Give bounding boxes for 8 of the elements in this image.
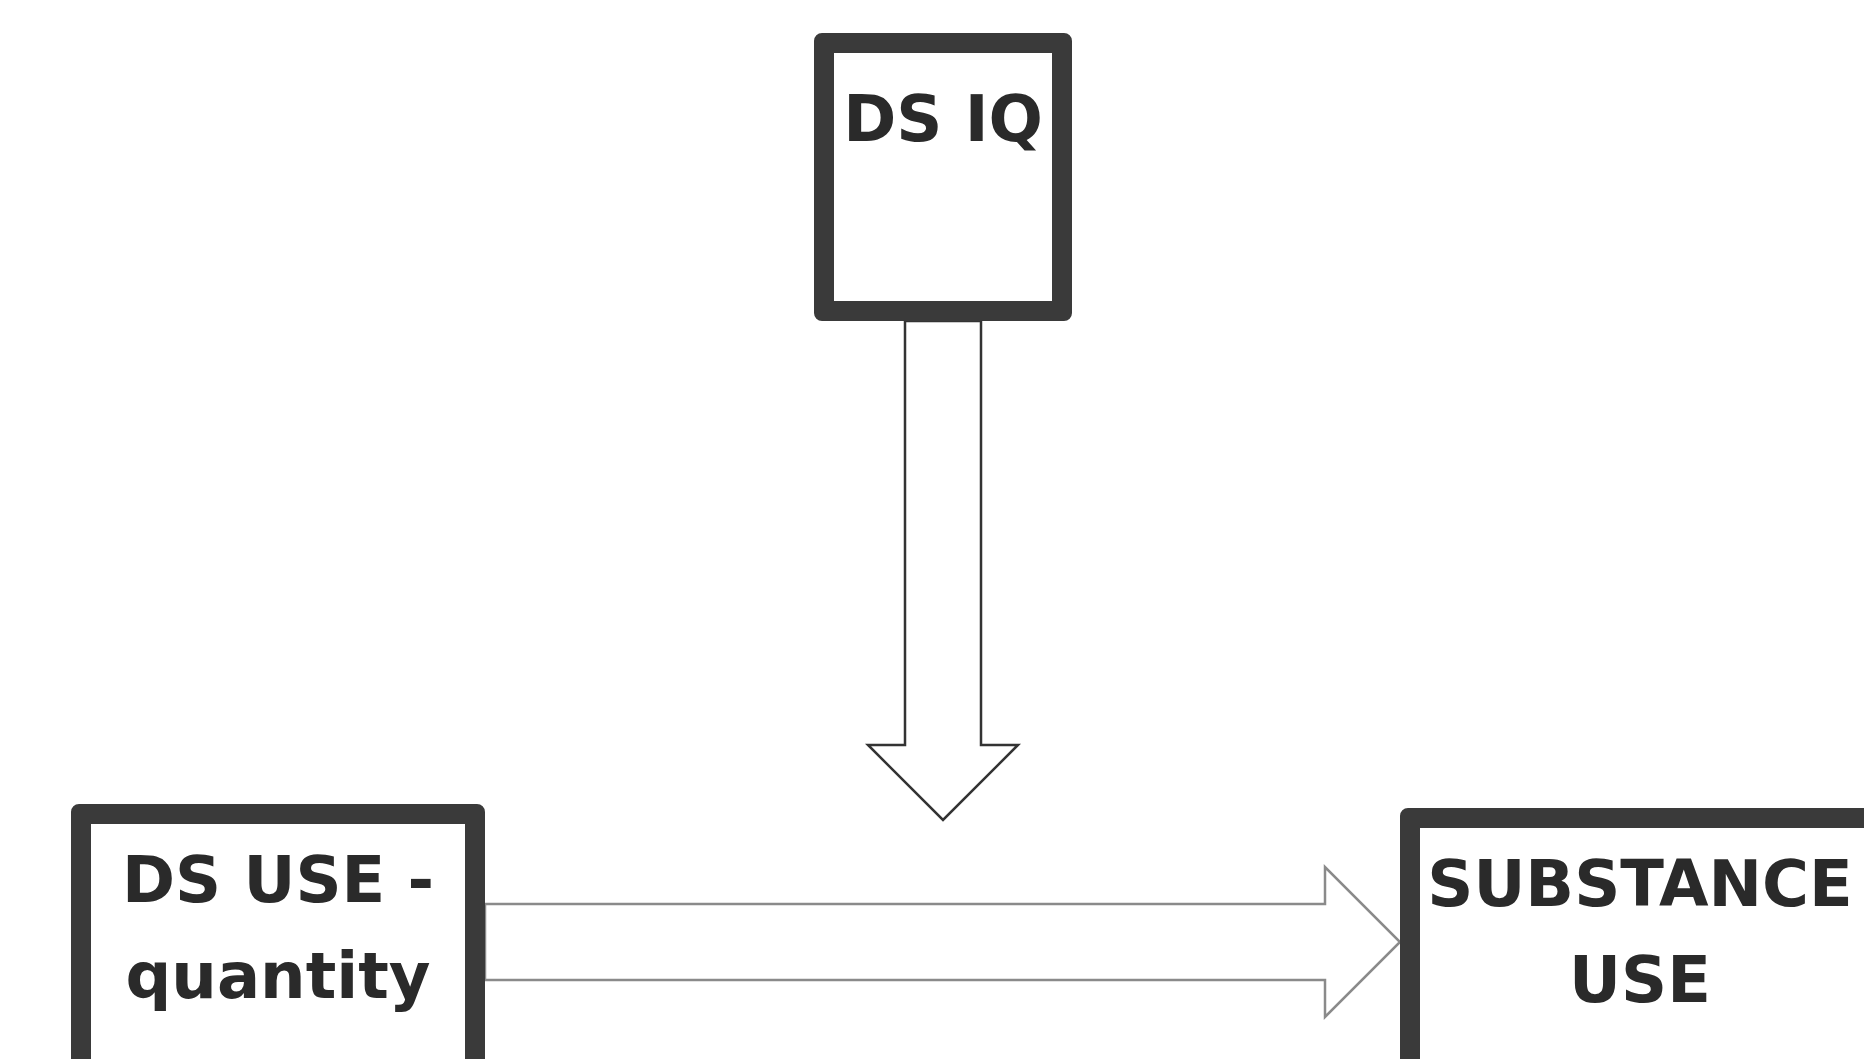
box-label: DS USE - quantity <box>120 842 436 1015</box>
process-box <box>814 33 1072 321</box>
block-arrow <box>865 319 1021 822</box>
process-box <box>1400 808 1864 1059</box>
process-box <box>71 804 485 1059</box>
block-arrow <box>483 864 1402 1020</box>
box-label: DS IQ <box>843 81 1043 158</box>
box-label: SUBSTANCE USE <box>1426 846 1854 1019</box>
